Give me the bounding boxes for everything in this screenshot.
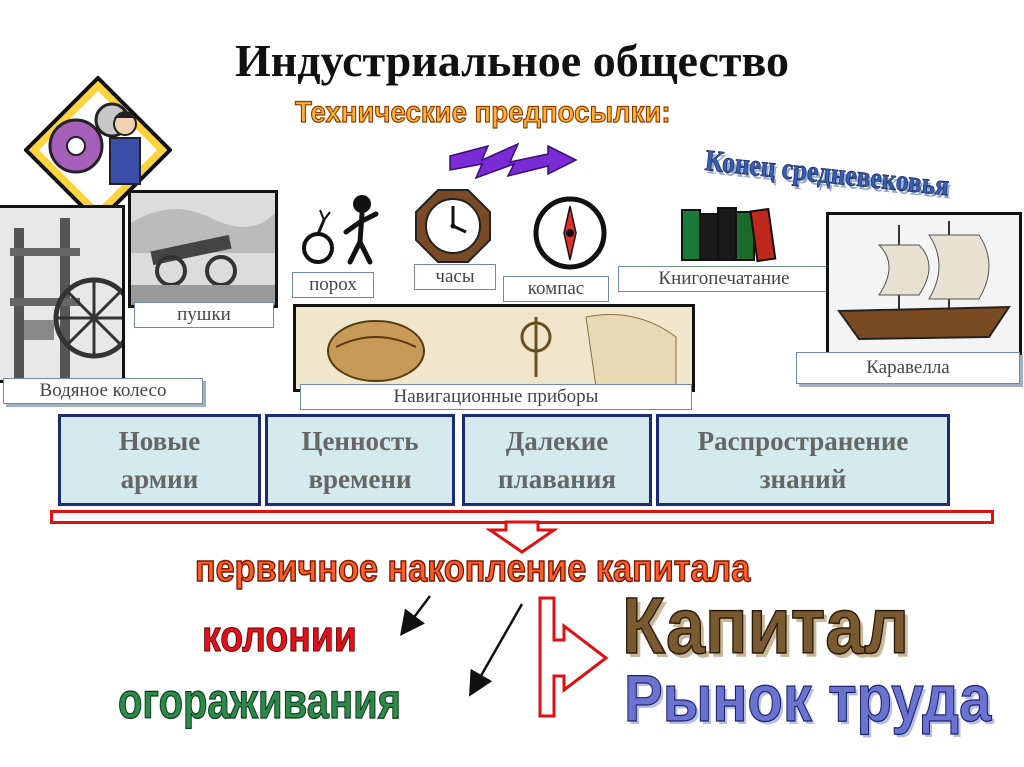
water-wheel-image bbox=[0, 205, 125, 383]
clock-image bbox=[414, 188, 492, 264]
label-clock: часы bbox=[414, 264, 496, 290]
label-water-wheel: Водяное колесо bbox=[3, 378, 203, 404]
annotation-end-of-middle-ages: Конец средневековья bbox=[703, 144, 951, 203]
bracket-arrow-icon bbox=[536, 596, 610, 718]
label-compass: компас bbox=[503, 276, 609, 302]
compass-image bbox=[532, 196, 608, 270]
enclosures-text: огораживания bbox=[118, 672, 402, 729]
subtitle: Технические предпосылки: bbox=[294, 95, 671, 129]
label-navigation: Навигационные приборы bbox=[300, 384, 692, 410]
label-printing: Книгопечатание bbox=[618, 266, 830, 292]
label-caravel: Каравелла bbox=[796, 352, 1020, 384]
label-cannons: пушки bbox=[134, 302, 274, 328]
caravel-image bbox=[826, 212, 1022, 356]
colonies-text: колонии bbox=[202, 612, 358, 662]
navigation-instruments-image bbox=[293, 304, 695, 392]
cannons-image bbox=[128, 190, 278, 308]
primary-accumulation-text: первичное накопление капитала bbox=[194, 547, 751, 591]
page-title: Индустриальное общество bbox=[234, 35, 790, 86]
labor-market-text: Рынок труда bbox=[623, 660, 992, 735]
arrows-icon bbox=[390, 592, 540, 702]
capital-text: Капитал bbox=[621, 580, 910, 671]
lightning-arrow-icon bbox=[448, 136, 578, 186]
gunpowder-image bbox=[300, 190, 390, 265]
down-arrow-icon bbox=[482, 516, 562, 556]
label-gunpowder: порох bbox=[292, 272, 374, 298]
books-image bbox=[680, 206, 780, 262]
